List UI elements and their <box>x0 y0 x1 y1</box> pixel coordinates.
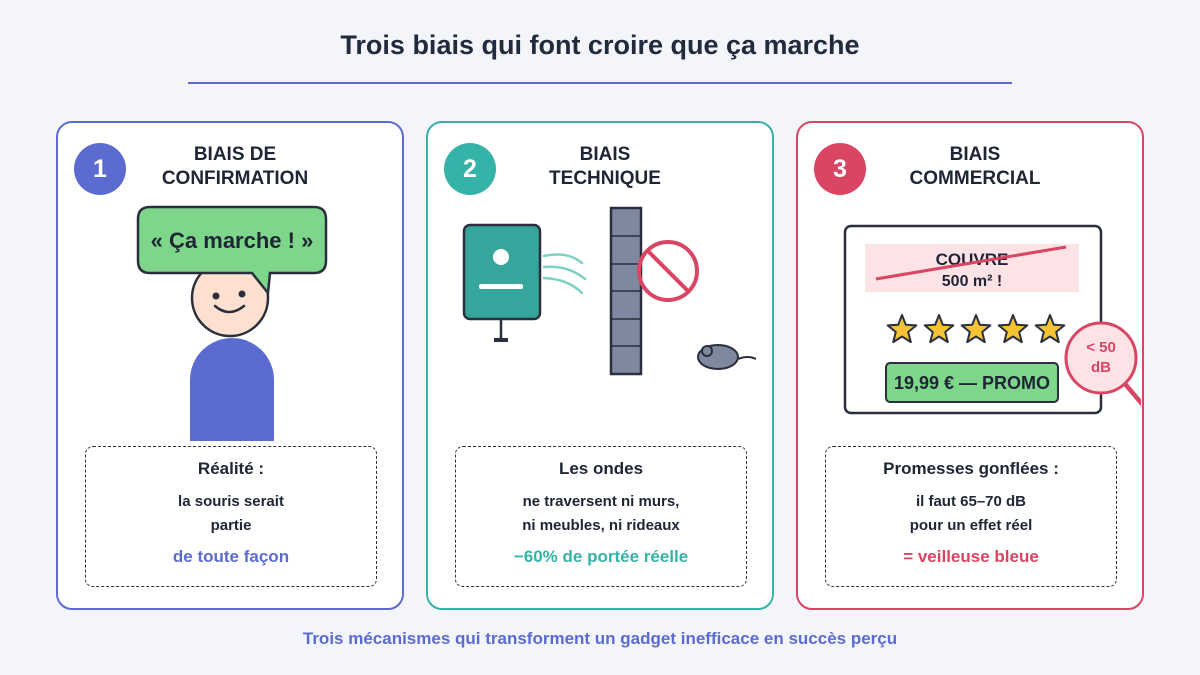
blocked-icon <box>637 240 699 302</box>
info-line: la souris serait <box>178 493 284 510</box>
sound-wave-icon <box>542 265 587 281</box>
magnifier-line1: < 50 <box>1086 339 1116 356</box>
strikethrough <box>875 245 1067 281</box>
title-divider <box>188 82 1012 84</box>
person-eye <box>238 290 246 298</box>
sound-wave-icon <box>542 276 584 295</box>
info-heading: Réalité : <box>197 459 265 478</box>
star-icon <box>997 314 1029 344</box>
info-body: ne traversent ni murs, ni meubles, ni ri… <box>456 490 746 538</box>
person-eye <box>212 292 220 300</box>
info-line: partie <box>210 517 252 534</box>
product-ad-illustration: COUVRE 500 m² ! 19,99 € — PROMO < 50 dB <box>843 224 1141 415</box>
claim-line2: 500 m² ! <box>942 273 1002 290</box>
device-icon <box>462 223 542 321</box>
info-box: Réalité : la souris serait partie de tou… <box>85 446 377 587</box>
info-box: Promesses gonflées : il faut 65–70 dB po… <box>825 446 1117 587</box>
info-emphasis: = veilleuse bleue <box>903 547 1039 566</box>
speech-bubble <box>136 205 328 297</box>
claim-line1: COUVRE <box>936 250 1009 269</box>
card-title: BIAIS COMMERCIAL <box>868 143 1082 191</box>
card-technical-bias: 2 BIAIS TECHNIQUE Les onde <box>426 121 774 610</box>
info-body: la souris serait partie <box>86 490 376 538</box>
price-tag-text: 19,99 € — PROMO <box>894 373 1050 393</box>
card-title: BIAIS TECHNIQUE <box>498 143 712 191</box>
card-confirmation-bias: 1 BIAIS DE CONFIRMATION « Ça marche ! » … <box>56 121 404 610</box>
info-line: ni meubles, ni rideaux <box>522 517 680 534</box>
mouse-icon <box>697 344 757 370</box>
person-smile <box>213 304 246 314</box>
magnifier-line2: dB <box>1091 359 1111 376</box>
info-line: il faut 65–70 dB <box>915 493 1027 510</box>
card-title-line1: BIAIS <box>949 144 1001 165</box>
star-icon <box>886 314 918 344</box>
info-heading: Promesses gonflées : <box>883 459 1059 478</box>
star-icon <box>923 314 955 344</box>
price-tag <box>885 362 1059 403</box>
card-number-badge: 1 <box>74 143 126 195</box>
speech-bubble-text: « Ça marche ! » <box>151 228 314 253</box>
info-line: ne traversent ni murs, <box>522 493 680 510</box>
ultrasonic-device-illustration <box>462 206 757 376</box>
star-icon <box>1034 314 1066 344</box>
card-number-badge: 2 <box>444 143 496 195</box>
card-title-line2: TECHNIQUE <box>549 168 661 189</box>
info-body: il faut 65–70 dB pour un effet réel <box>826 490 1116 538</box>
sound-wave-icon <box>542 253 584 265</box>
info-heading: Les ondes <box>558 459 644 478</box>
magnifier-icon: < 50 dB <box>1064 321 1141 407</box>
star-icon <box>960 314 992 344</box>
card-title: BIAIS DE CONFIRMATION <box>128 143 342 191</box>
info-emphasis: de toute façon <box>172 547 290 566</box>
card-title-line2: CONFIRMATION <box>161 168 309 189</box>
wall-icon <box>609 206 643 376</box>
info-box: Les ondes ne traversent ni murs, ni meub… <box>455 446 747 587</box>
page-title: Trois biais qui font croire que ça march… <box>340 30 860 60</box>
card-title-line2: COMMERCIAL <box>909 168 1041 189</box>
card-title-line1: BIAIS <box>579 144 631 165</box>
card-number-badge: 3 <box>814 143 866 195</box>
footer-caption: Trois mécanismes qui transforment un gad… <box>302 629 898 648</box>
card-commercial-bias: 3 BIAIS COMMERCIAL COUVRE 500 m² ! 19,99… <box>796 121 1144 610</box>
card-title-line1: BIAIS DE <box>193 144 277 165</box>
info-line: pour un effet réel <box>909 517 1033 534</box>
person-illustration: « Ça marche ! » <box>136 205 328 441</box>
info-emphasis: −60% de portée réelle <box>513 547 689 566</box>
rating-stars <box>886 314 1066 344</box>
